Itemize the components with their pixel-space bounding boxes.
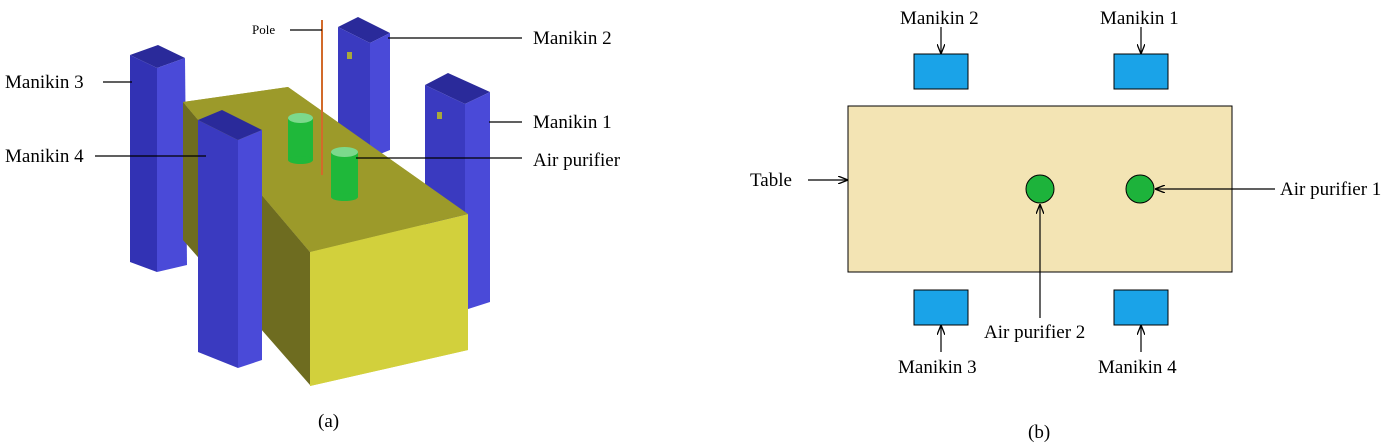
panel-b-top-view: Manikin 2 Manikin 1 Table Air purifier 1… (750, 8, 1381, 443)
manikin-1-2d (1113, 53, 1169, 90)
manikin-2-label-a: Manikin 2 (533, 28, 612, 49)
manikin-4-label-a: Manikin 4 (5, 146, 84, 167)
pole-label: Pole (252, 22, 275, 37)
manikin-1-label-a: Manikin 1 (533, 112, 612, 133)
air-purifier-1-label-b: Air purifier 1 (1280, 179, 1381, 200)
manikin-3-2d (913, 289, 969, 326)
manikin-4-3d (198, 110, 262, 368)
manikin-2-3d (338, 17, 390, 158)
manikin-3-label-b: Manikin 3 (898, 357, 977, 378)
manikin-4-2d (1113, 289, 1169, 326)
air-purifier-label-a: Air purifier (533, 150, 621, 171)
air-purifier-back-3d (288, 113, 313, 164)
air-purifier-2-label-b: Air purifier 2 (984, 322, 1085, 343)
air-purifier-1-2d (1125, 174, 1155, 204)
caption-a: (a) (318, 411, 339, 432)
manikin-3-3d (130, 45, 187, 272)
manikin-2-label-b: Manikin 2 (900, 8, 979, 29)
air-purifier-front-3d (331, 147, 358, 201)
manikin-1-label-b: Manikin 1 (1100, 8, 1179, 29)
table-label-b: Table (750, 170, 792, 191)
caption-b: (b) (1028, 422, 1050, 443)
manikin-2-2d (913, 53, 969, 90)
panel-a-3d-view: Pole Manikin 2 Manikin 3 Manikin 1 Manik… (5, 17, 621, 432)
manikin-3-label-a: Manikin 3 (5, 72, 84, 93)
air-purifier-2-2d (1025, 174, 1055, 204)
manikin-4-label-b: Manikin 4 (1098, 357, 1177, 378)
